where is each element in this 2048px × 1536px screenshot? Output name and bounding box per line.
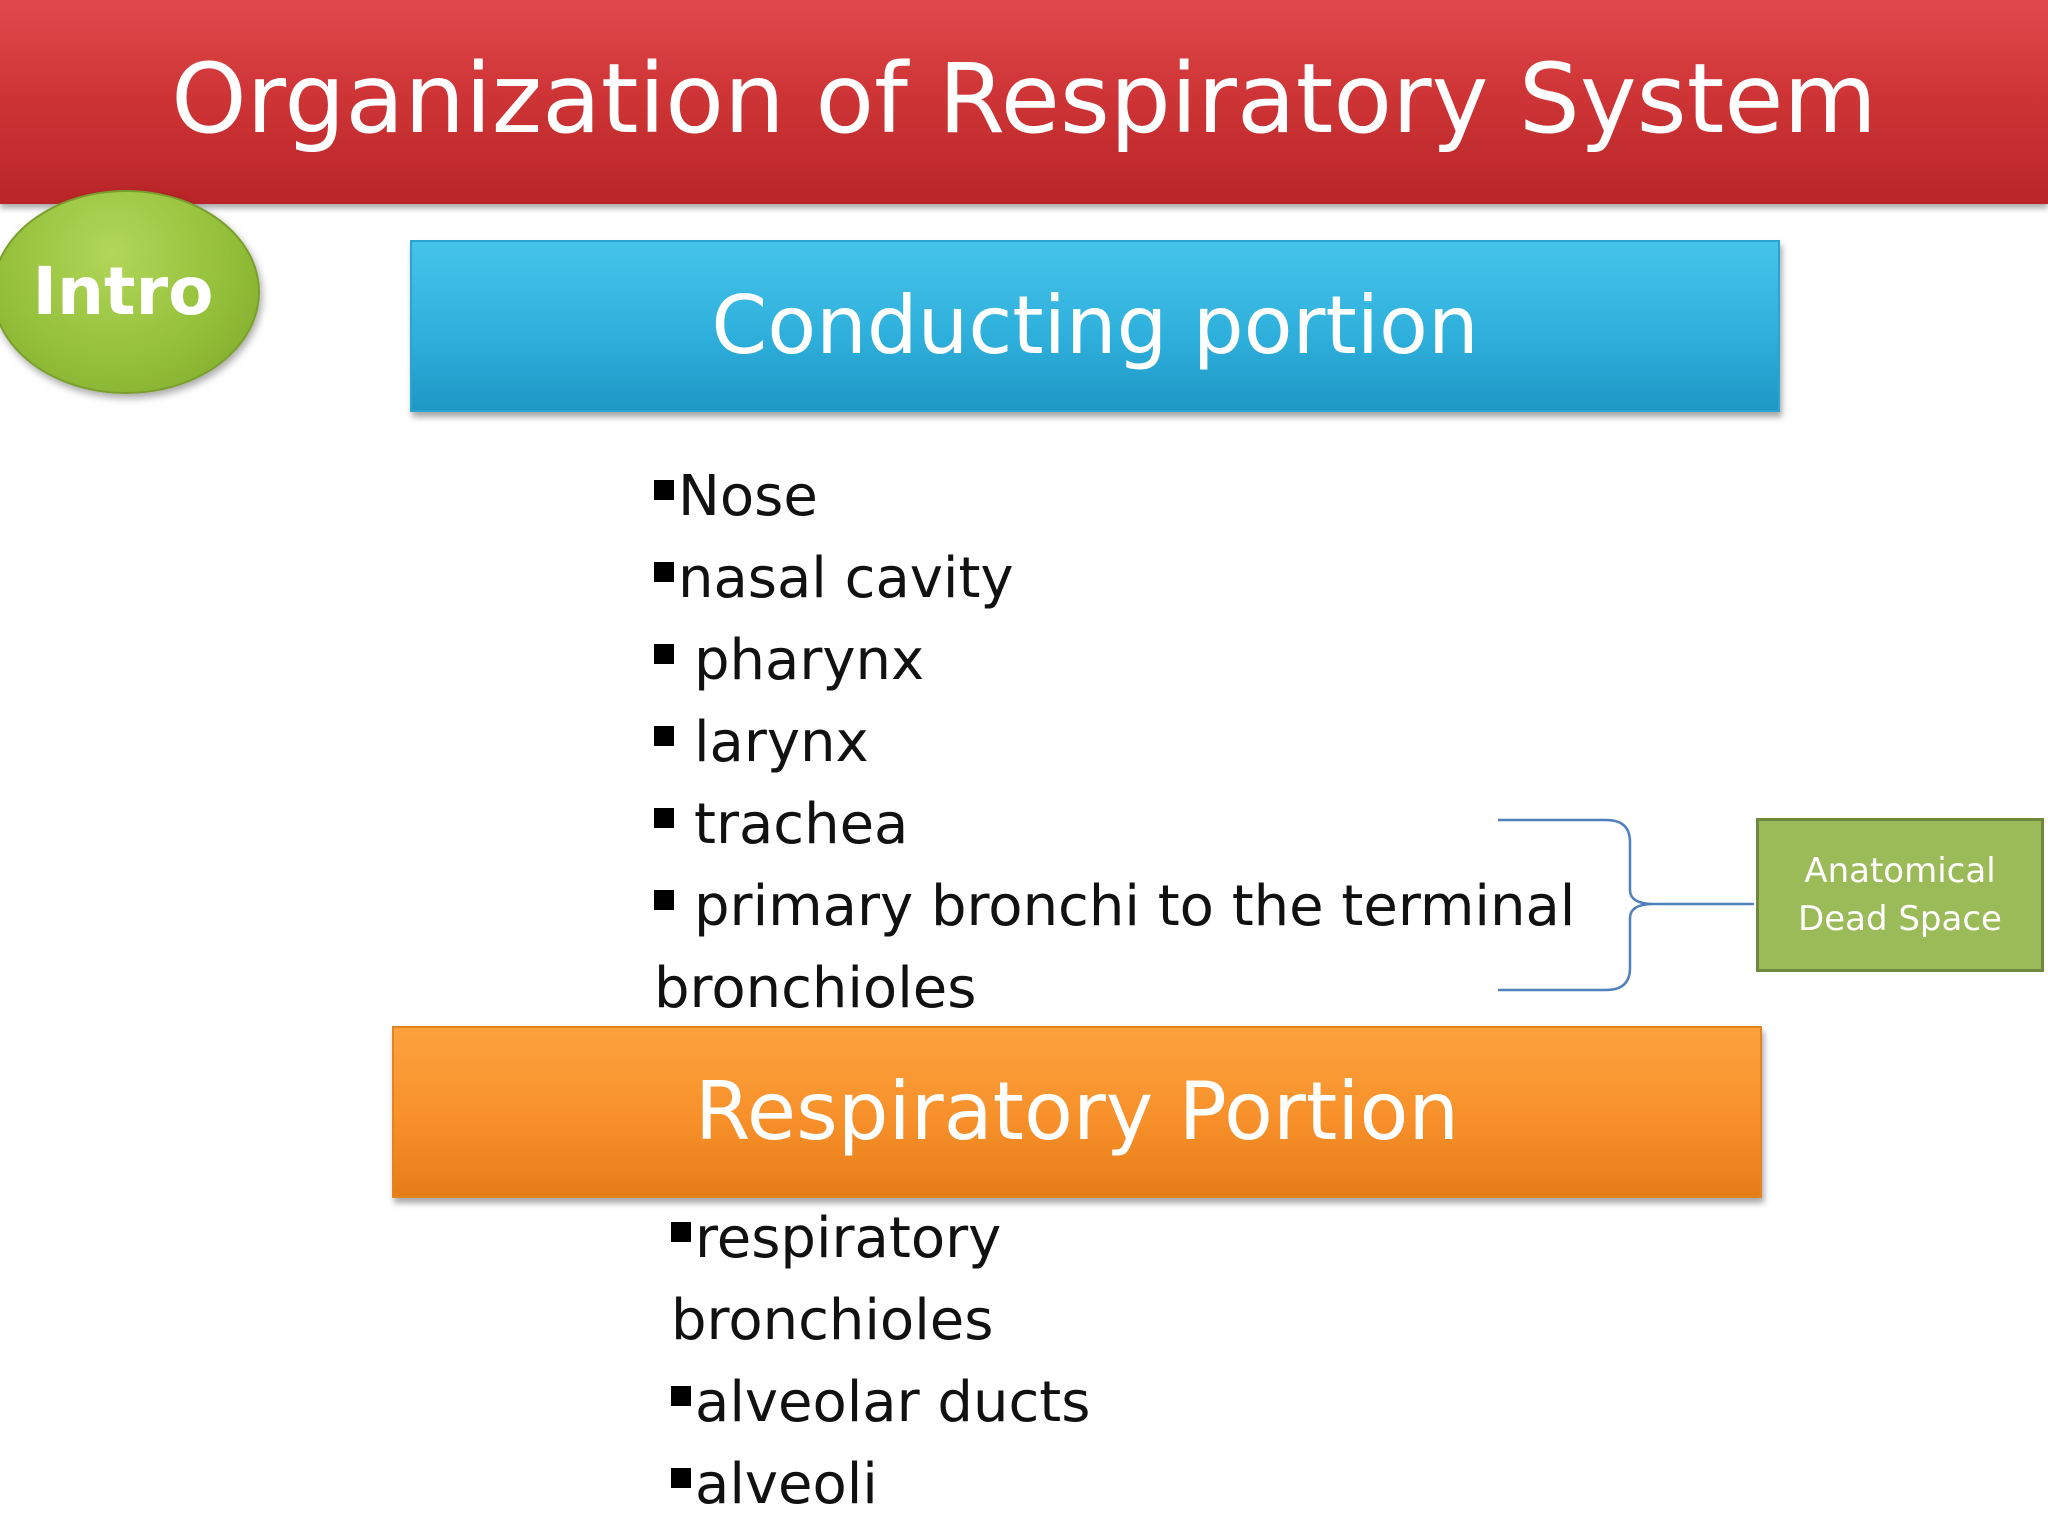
square-bullet-icon — [654, 479, 674, 500]
respiratory-portion-header: Respiratory Portion — [392, 1026, 1762, 1198]
square-bullet-icon — [671, 1221, 691, 1242]
respiratory-portion-heading: Respiratory Portion — [694, 1065, 1460, 1158]
list-item: larynx — [654, 702, 1575, 784]
intro-badge-label: Intro — [32, 253, 214, 330]
square-bullet-icon — [654, 561, 674, 582]
list-item: primary bronchi to the terminal — [654, 866, 1575, 948]
intro-badge: Intro — [0, 190, 260, 394]
conducting-portion-heading: Conducting portion — [711, 279, 1479, 372]
anatomical-dead-space-callout: Anatomical Dead Space — [1756, 818, 2044, 972]
respiratory-portion-list: respiratory bronchioles alveolar ducts a… — [671, 1198, 1090, 1526]
right-brace-icon — [1498, 818, 1754, 992]
conducting-portion-header: Conducting portion — [410, 240, 1780, 412]
square-bullet-icon — [654, 889, 674, 910]
list-item: pharynx — [654, 620, 1575, 702]
list-item-continuation: bronchioles — [671, 1288, 994, 1353]
slide-title: Organization of Respiratory System — [171, 43, 1877, 155]
square-bullet-icon — [671, 1467, 691, 1488]
square-bullet-icon — [654, 807, 674, 828]
list-item-continuation: bronchioles — [654, 956, 977, 1021]
title-bar: Organization of Respiratory System — [0, 0, 2048, 204]
list-item: respiratory — [671, 1198, 1090, 1280]
list-item: alveolar ducts — [671, 1362, 1090, 1444]
list-item: nasal cavity — [654, 538, 1575, 620]
conducting-portion-list: Nose nasal cavity pharynx larynx trachea… — [654, 456, 1575, 1030]
callout-label: Anatomical Dead Space — [1798, 851, 2002, 939]
list-item: alveoli — [671, 1444, 1090, 1526]
list-item: trachea — [654, 784, 1575, 866]
square-bullet-icon — [654, 725, 674, 746]
square-bullet-icon — [671, 1385, 691, 1406]
list-item: Nose — [654, 456, 1575, 538]
square-bullet-icon — [654, 643, 674, 664]
